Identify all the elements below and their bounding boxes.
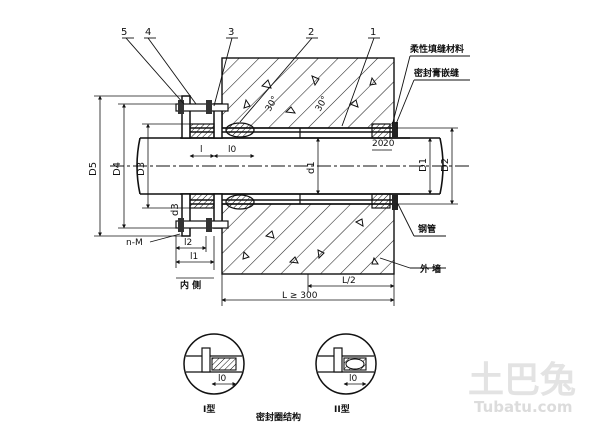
seal-ring-left bbox=[189, 122, 255, 210]
label-outer-wall: 外 墙 bbox=[419, 263, 441, 275]
dim-D1: D1 bbox=[418, 158, 429, 172]
detail-type-1: l0 bbox=[183, 333, 245, 395]
label-flexible-seal: 柔性填缝材料 bbox=[409, 43, 464, 55]
callouts bbox=[122, 37, 380, 127]
label-bolt: n-M bbox=[126, 238, 143, 248]
label-section-title: 密封圈结构 bbox=[255, 411, 301, 423]
seal-compound-right bbox=[299, 122, 398, 210]
callout-3: 3 bbox=[228, 27, 234, 38]
detail-l0-a: l0 bbox=[218, 374, 227, 384]
dim-l0: l0 bbox=[228, 145, 237, 155]
bottom-dims bbox=[149, 233, 395, 306]
watermark-en: Tubatu.com bbox=[474, 398, 573, 416]
flange-left bbox=[175, 95, 229, 237]
dim-d3: d3 bbox=[170, 203, 181, 216]
watermark: 土巴兔 Tubatu.com bbox=[468, 360, 576, 416]
callout-1: 1 bbox=[370, 27, 376, 38]
dim-L2: L/2 bbox=[342, 276, 356, 286]
dim-20b: 20 bbox=[383, 139, 395, 149]
callout-4: 4 bbox=[145, 27, 151, 38]
dim-d1: d1 bbox=[306, 161, 317, 174]
dim-D2: D2 bbox=[440, 158, 451, 172]
concrete-wall bbox=[221, 57, 395, 275]
callout-5: 5 bbox=[121, 27, 127, 38]
callout-2: 2 bbox=[308, 27, 314, 38]
watermark-cn: 土巴兔 bbox=[468, 360, 576, 401]
label-steel-pipe: 钢管 bbox=[418, 223, 436, 235]
dim-D3: D3 bbox=[136, 162, 147, 176]
dim-l2: l2 bbox=[184, 238, 192, 248]
detail-type-2: l0 bbox=[315, 333, 377, 395]
vertical-dims bbox=[94, 95, 458, 237]
dim-l1: l1 bbox=[190, 252, 198, 262]
inner-dims bbox=[189, 149, 392, 158]
label-type-2: II型 bbox=[334, 403, 350, 415]
detail-l0-b: l0 bbox=[349, 374, 358, 384]
dim-l: l bbox=[200, 145, 203, 155]
label-inner-side: 内 侧 bbox=[180, 279, 201, 291]
dim-D4: D4 bbox=[112, 162, 123, 176]
dim-20a: 20 bbox=[372, 139, 384, 149]
label-seal-cushion: 密封膏嵌缝 bbox=[413, 67, 459, 79]
dim-L: L ≥ 300 bbox=[282, 291, 318, 301]
right-leaders bbox=[379, 55, 470, 269]
label-type-1: I型 bbox=[203, 403, 215, 415]
dim-D5: D5 bbox=[88, 162, 99, 176]
